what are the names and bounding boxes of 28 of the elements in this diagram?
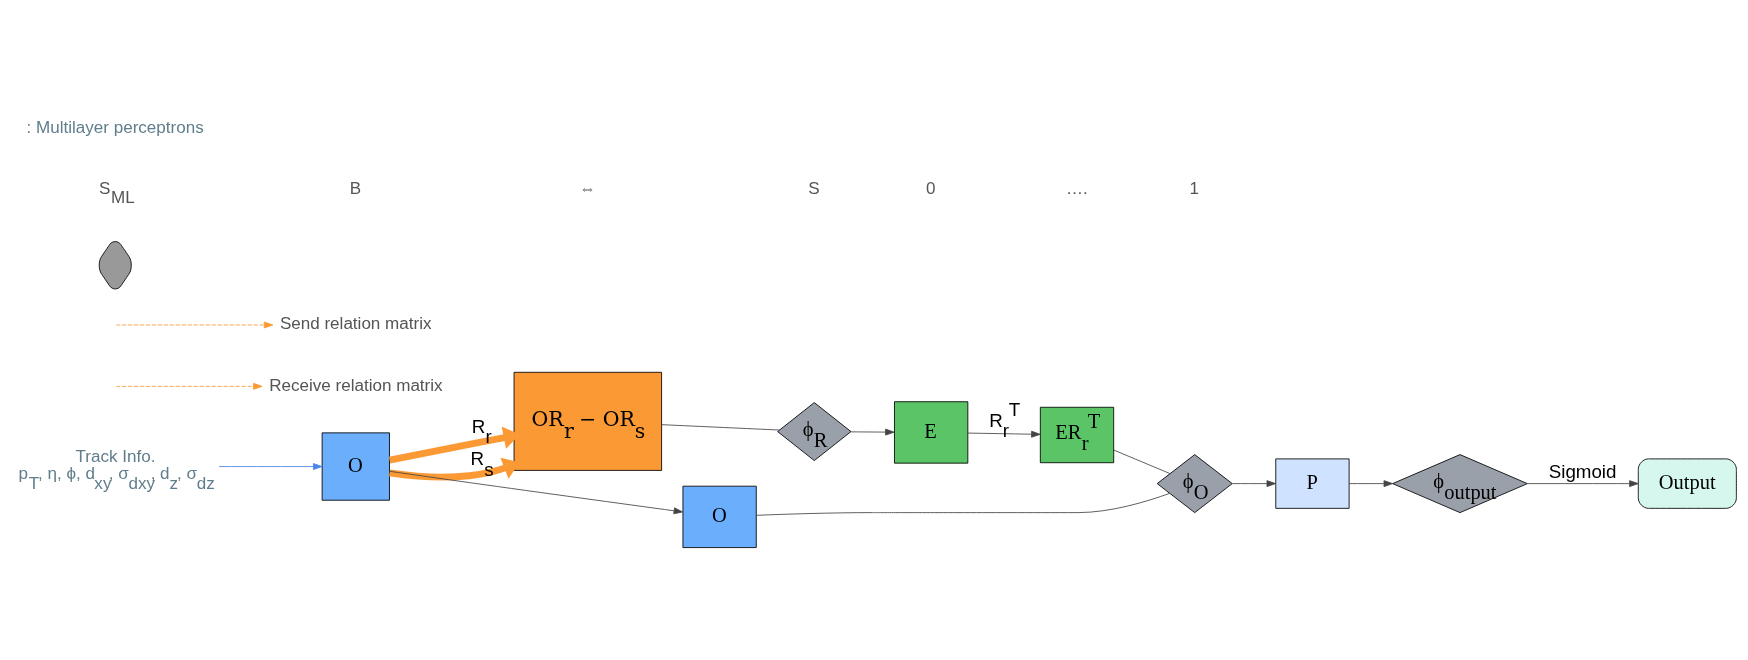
arrow (1348, 479, 1393, 487)
arrow (115, 382, 263, 390)
label: 1 (1189, 178, 1200, 198)
arrow (850, 428, 895, 435)
connector (661, 423, 780, 430)
label: 0 (926, 178, 936, 198)
label: …. (1065, 178, 1088, 198)
arrow (389, 470, 683, 514)
node-text: Receive relation matrix (269, 375, 443, 395)
node-box: E (894, 400, 969, 464)
node-text: Send relation matrix (279, 313, 432, 333)
arrow (967, 430, 1041, 438)
node-box: O (321, 431, 390, 501)
node-diamond (98, 240, 132, 289)
edge-label: Sigmoid (1548, 460, 1617, 482)
arrow (1231, 479, 1276, 487)
node-box: O (682, 485, 757, 548)
arrow (115, 321, 274, 328)
connector (1113, 449, 1171, 474)
node-box: P (1275, 457, 1350, 509)
label: B (349, 178, 362, 198)
label: ⇔ (578, 178, 596, 198)
arrow (1527, 479, 1639, 487)
node-box: Output (1637, 457, 1737, 509)
label: S (808, 178, 820, 198)
legend-label: : Multilayer perceptrons (26, 117, 204, 137)
arrow (218, 462, 323, 470)
connector (755, 492, 1171, 516)
